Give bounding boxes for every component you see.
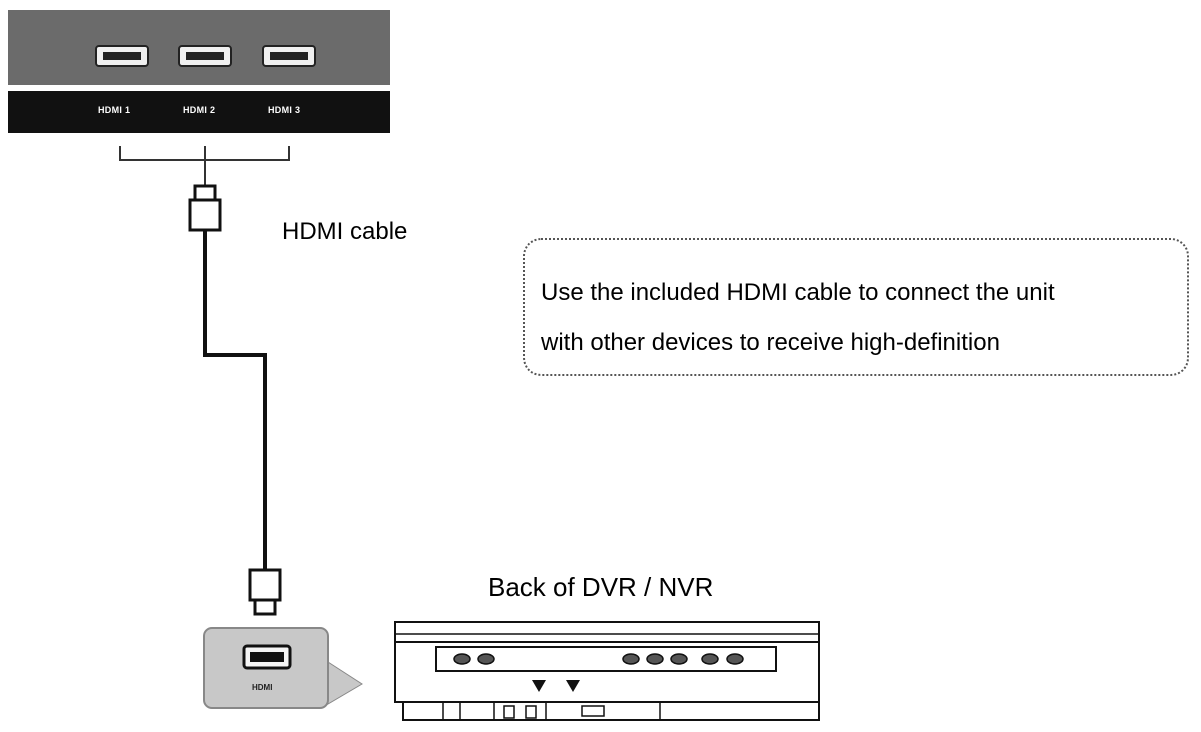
- hdmi-plug-bottom: [248, 568, 282, 616]
- port-label-hdmi1: HDMI 1: [98, 105, 131, 115]
- dvr-label: Back of DVR / NVR: [488, 572, 714, 602]
- port-label-hdmi3: HDMI 3: [268, 105, 301, 115]
- hdmi-port-1: [95, 45, 149, 67]
- hdmi-label-strip: [8, 91, 390, 133]
- port-label-hdmi2: HDMI 2: [183, 105, 216, 115]
- hdmi-plug-top: [188, 184, 222, 232]
- hdmi-cable: [203, 230, 267, 570]
- note-line-1: Use the included HDMI cable to connect t…: [541, 279, 1055, 306]
- hdmi-cable-label: HDMI cable: [282, 218, 408, 245]
- dvr-back-panel: [394, 621, 820, 721]
- note-line-2: with other devices to receive high-defin…: [541, 329, 1000, 356]
- port-bracket: [119, 146, 290, 188]
- dvr-hdmi-callout: [203, 627, 363, 709]
- hdmi-port-2: [178, 45, 232, 67]
- dvr-hdmi-port-label: HDMI: [252, 683, 273, 692]
- instruction-note: Use the included HDMI cable to connect t…: [523, 238, 1189, 376]
- hdmi-port-3: [262, 45, 316, 67]
